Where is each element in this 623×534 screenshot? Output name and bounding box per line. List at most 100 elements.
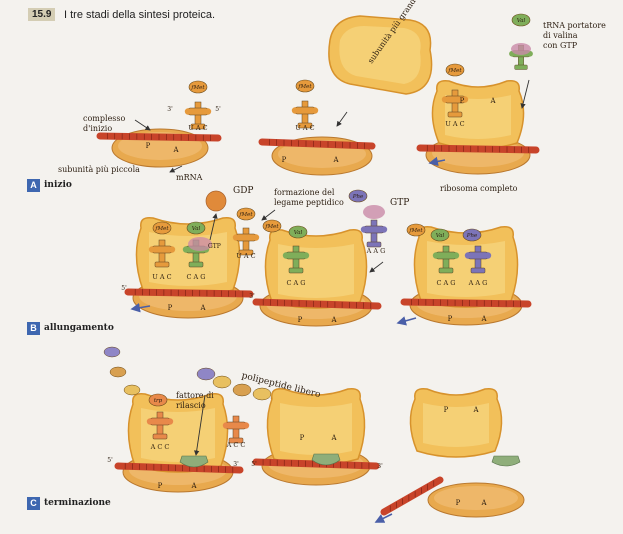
a3-val: Val: [512, 14, 530, 26]
mrna-strand: [256, 302, 378, 306]
c1-trp: trp: [149, 394, 167, 406]
trna-loop: [243, 422, 249, 428]
amino-acid-label: fMet: [238, 212, 253, 218]
a1-mrna: [100, 133, 218, 141]
trna-loop: [453, 252, 459, 258]
c3-release-factor: [492, 456, 520, 466]
site-a-label: A: [199, 304, 206, 312]
c3-large-subunit: [410, 389, 501, 457]
b1-fmet: fMet: [153, 222, 171, 234]
a2-site-p: P: [282, 156, 287, 164]
trna-loop: [465, 252, 471, 258]
b1-val: Val: [187, 222, 205, 234]
label-mrna: mRNA: [176, 173, 202, 182]
c1-chain-bead-2: [104, 347, 120, 357]
b3-direction-arrow: [398, 318, 416, 323]
b3-fmet: fMet: [407, 224, 425, 236]
trna-loop: [149, 246, 155, 252]
trna-anticodon-loop: [515, 65, 528, 70]
a3-large-subunit: [432, 81, 523, 149]
b1-anticodon-met: U A C: [152, 273, 171, 281]
trna-loop: [312, 107, 318, 113]
trna-loop: [233, 234, 239, 240]
site-a-label: A: [480, 315, 487, 323]
b2-anticodon: C A G: [287, 279, 306, 287]
b3-phe: Phe: [463, 229, 481, 241]
b2-fmet: fMet: [263, 220, 281, 232]
large-subunit-inner: [141, 408, 215, 462]
b2-large-subunit: [265, 230, 366, 308]
end-marker-0: 5': [121, 285, 127, 292]
end-marker-1: 3': [249, 293, 255, 300]
trna-loop: [381, 226, 387, 232]
b1-anticodon-val: C A G: [187, 273, 206, 281]
a2-site-a: A: [332, 156, 339, 164]
site-p-label: P: [158, 482, 163, 490]
trna-loop: [442, 96, 448, 102]
trna-anticodon-loop: [155, 262, 169, 267]
site-a-label: A: [330, 316, 337, 324]
large-subunit-inner: [423, 403, 489, 447]
trna-loop: [253, 234, 259, 240]
c1-chain-bead-0: [124, 385, 140, 395]
small-subunit-highlight: [434, 486, 518, 510]
label-fattore-2: rilascio: [176, 401, 206, 410]
trna-loop: [185, 108, 191, 114]
label-trna-line2: di valina: [543, 31, 578, 40]
trna-loop: [223, 422, 229, 428]
b3-anticodon-val: C A G: [437, 279, 456, 287]
site-a-label: A: [330, 434, 337, 442]
site-p-label: P: [460, 97, 465, 105]
amino-acid-label: Val: [517, 18, 526, 24]
label-dinizio: d'inizio: [83, 124, 112, 133]
c3-small-subunit: [428, 483, 524, 517]
mrna-strand: [128, 292, 250, 294]
b-mid-arrow: [262, 210, 275, 220]
site-a-label: A: [190, 482, 197, 490]
b-gtp-blob: [363, 205, 385, 219]
site-p-label: P: [168, 304, 173, 312]
site-p-label: P: [444, 406, 449, 414]
amino-acid-label: Val: [294, 230, 303, 236]
free-chain-bead-0: [197, 368, 215, 380]
b3-anticodon-phe: A A G: [468, 279, 488, 287]
a2-arrow: [337, 112, 347, 126]
a3-gtp-blob: [511, 43, 531, 55]
end-marker-2: 5': [251, 461, 257, 468]
b-phe-anticodon: A A G: [366, 247, 386, 255]
end-marker-5: 3': [233, 461, 239, 468]
a3-mrna: [420, 145, 536, 153]
label-gtp: GTP: [390, 198, 409, 208]
amino-acid-label: Phe: [466, 233, 478, 239]
label-complete-ribosome: ribosoma completo: [440, 184, 517, 193]
a1-anticodon: U A C: [188, 124, 207, 132]
trna-anticodon-loop: [153, 434, 167, 439]
b-phe: Phe: [349, 190, 367, 202]
site-a-label: A: [472, 406, 479, 414]
amino-acid-label: Val: [192, 226, 201, 232]
label-fattore-1: fattore di: [176, 391, 214, 400]
trna-loop: [361, 226, 367, 232]
b1-gdp-ball: [206, 191, 226, 211]
trna-loop: [433, 252, 439, 258]
a1-site-p: P: [146, 142, 151, 150]
trna-loop: [183, 246, 189, 252]
label-gdp: GDP: [233, 186, 253, 196]
amino-acid-label: Phe: [352, 194, 364, 200]
c2-large-subunit: [267, 389, 364, 465]
trna-anticodon-loop: [448, 112, 462, 117]
trna-loop: [169, 246, 175, 252]
b1-mrna: [128, 289, 250, 297]
site-p-label: P: [456, 499, 461, 507]
b-mid-anticodon: U A C: [236, 252, 255, 260]
site-p-label: P: [298, 316, 303, 324]
a1-site-a: A: [172, 146, 179, 154]
end-marker-4: 5': [107, 457, 113, 464]
amino-acid-label: fMet: [154, 226, 169, 232]
b-phe-trna: [361, 220, 387, 247]
trna-loop: [205, 108, 211, 114]
trna-loop: [147, 418, 153, 424]
amino-acid-label: fMet: [264, 224, 279, 230]
a3-fmet: fMet: [446, 64, 464, 76]
